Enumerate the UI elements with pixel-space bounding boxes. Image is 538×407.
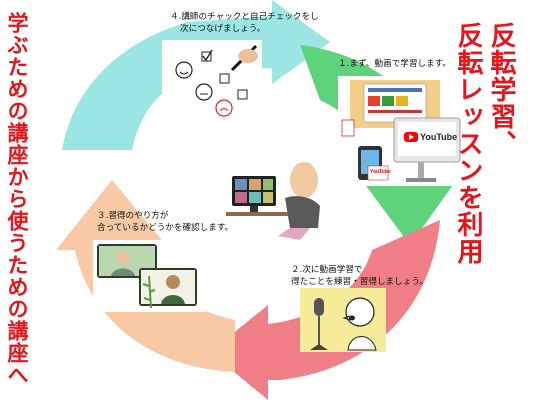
step2-line2: 得たことを練習・習得しましょう。 [291, 277, 428, 288]
step1-line1: １.まず、動画で学習します。 [338, 59, 451, 69]
video-lesson-screens-icon: YouTube YouTube [338, 76, 464, 186]
video-lesson-drawing [338, 76, 464, 186]
online-meeting-illustration [226, 162, 320, 240]
step1-caption: １.まず、動画で学習します。 [338, 58, 451, 70]
step3-caption: ３.習得のやり方が 合っているかどうかを確認します。 [97, 210, 233, 235]
step4-line2: 次につなげましょう。 [180, 24, 266, 35]
left-vertical-title: 学ぶための講座から使うための講座へ [5, 12, 29, 386]
step3-line1: ３.習得のやり方が [97, 211, 169, 221]
singing-microphone-icon [300, 288, 386, 352]
step4-line1: ４.講師のチャックと自己チェックをし [170, 12, 319, 22]
step2-caption: ２.次に動画学習で 得たことを練習・習得しましょう。 [291, 264, 428, 289]
youtube-logo-text: YouTube [420, 132, 458, 142]
arrow-top-cyan [62, 0, 330, 150]
youtube-small-text: YouTube [370, 169, 391, 175]
step3-line2: 合っているかどうかを確認します。 [97, 223, 234, 234]
right-vertical-title-line1: 反転学習、 [486, 22, 516, 157]
right-vertical-title-line2: 反転レッスンを利用 [453, 22, 483, 265]
video-call-icon [93, 240, 205, 312]
checklist-smiley-faces-icon [162, 40, 262, 120]
step2-line1: ２.次に動画学習で [291, 265, 363, 275]
step4-caption: ４.講師のチャックと自己チェックをし 次につなげましょう。 [170, 11, 319, 36]
